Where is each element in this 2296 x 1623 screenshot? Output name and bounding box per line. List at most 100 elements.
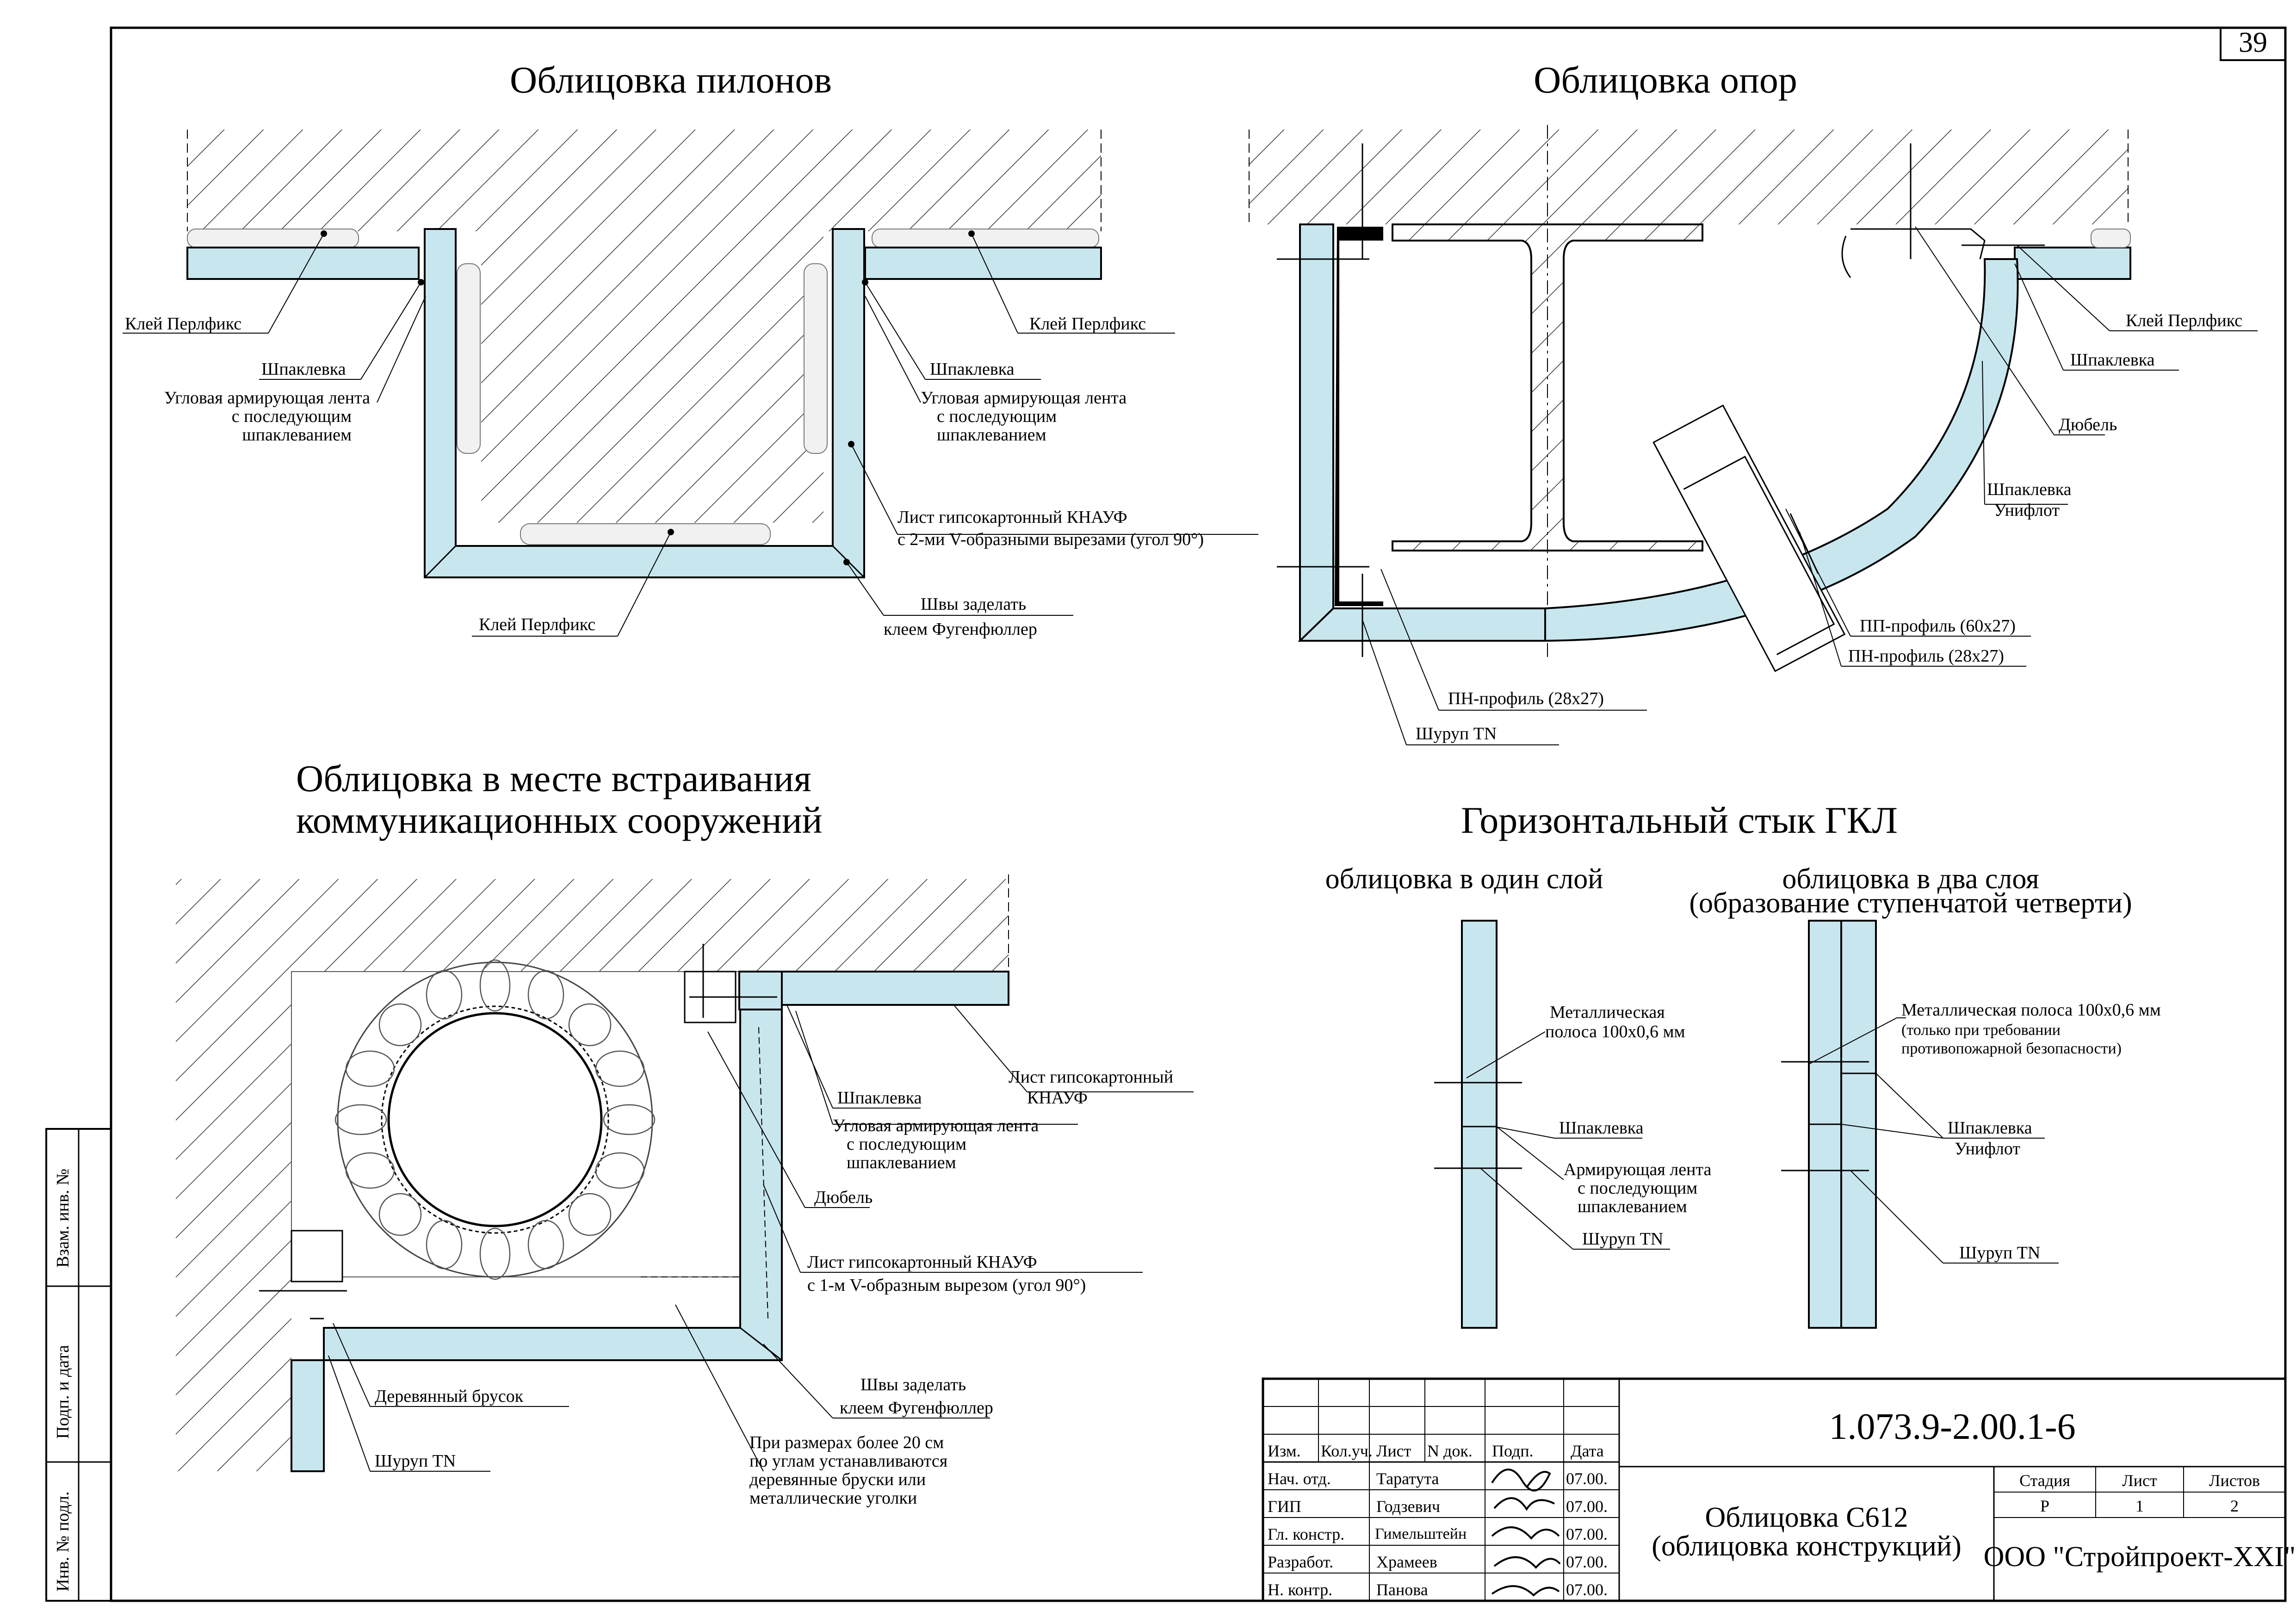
support-sheet-left [1299, 223, 1334, 642]
support-putty: Шпаклевка [2070, 350, 2155, 370]
doc-name-1: Облицовка С612 [1705, 1502, 1908, 1533]
pylon-seams-1: Швы заделать [921, 595, 1026, 614]
sheet-value: 1 [2135, 1497, 2144, 1515]
sheet-header: Лист [2122, 1471, 2157, 1490]
tb-name-0: Таратута [1376, 1469, 1439, 1488]
emb-wood: Деревянный брусок [375, 1387, 524, 1406]
emb-tape-3: шпаклеванием [847, 1153, 956, 1172]
tb-header-list: Лист [1376, 1442, 1411, 1460]
tb-header-kolych: Кол.уч. [1321, 1442, 1373, 1460]
tb-date-1: 07.00. [1566, 1497, 1608, 1516]
company: ООО "Стройпроект-XXI" [1984, 1541, 2296, 1573]
sheet-number-box [2220, 27, 2286, 61]
emb-sheet-v-1: Лист гипсокартонный КНАУФ [807, 1252, 1037, 1272]
emb-tape-1: Угловая армирующая лента [833, 1116, 1039, 1135]
tb-name-2: Гимельштейн [1375, 1525, 1467, 1542]
insulation-petals [334, 959, 656, 1280]
pylon-concrete [187, 130, 1101, 523]
tb-role-4: Н. контр. [1268, 1580, 1332, 1599]
support-putty-uniflot-2: Унифлот [1994, 501, 2060, 520]
doc-name-2: (облицовка конструкций) [1652, 1530, 1961, 1562]
joint-screw-left: Шуруп TN [1582, 1229, 1663, 1249]
embedding-title-1: Облицовка в месте встраивания [296, 757, 811, 799]
emb-sheet-v-2: с 1-м V-образным вырезом (угол 90°) [807, 1276, 1086, 1295]
support-screw: Шуруп TN [1416, 724, 1497, 743]
tb-name-1: Годзевич [1376, 1497, 1440, 1516]
joint-tape-2: с последующим [1578, 1178, 1697, 1198]
pylon-sheet [424, 228, 865, 578]
pylons-title: Облицовка пилонов [510, 59, 832, 101]
emb-seams-2: клеем Фугенфюллер [840, 1398, 993, 1418]
tb-role-3: Разработ. [1268, 1553, 1333, 1571]
pylon-tape-right-2: с последующим [937, 407, 1057, 426]
pylon-sheet-2: с 2-ми V-образными вырезами (угол 90°) [897, 530, 1204, 549]
signatures [1491, 1468, 1561, 1597]
title-block: 1.073.9-2.00.1-6 Изм. Кол.уч. Лист N док… [1262, 1377, 2296, 1602]
tb-header-ndok: N док. [1427, 1442, 1473, 1460]
emb-note-3: деревянные бруски или [749, 1470, 926, 1489]
sheet-frame [110, 26, 2287, 1602]
joint-putty-uniflot-2: Унифлот [1955, 1139, 2020, 1158]
emb-sheet-2: КНАУФ [1027, 1088, 1088, 1108]
joint-putty-uniflot-1: Шпаклевка [1948, 1118, 2032, 1138]
pylon-tape-right-3: шпаклеванием [937, 425, 1046, 445]
emb-note-4: металлические уголки [749, 1488, 917, 1508]
pylon-tape-left-2: с последующим [232, 407, 352, 426]
support-concrete [1249, 130, 2128, 224]
support-sheet-right [2014, 247, 2131, 280]
tb-name-3: Храмеев [1376, 1553, 1437, 1571]
supports-detail: Облицовка опор [1249, 59, 2258, 745]
inv-replace-label: Взам. инв. № [53, 1169, 73, 1268]
emb-tape-2: с последующим [847, 1134, 966, 1154]
pylon-sheet-1: Лист гипсокартонный КНАУФ [897, 508, 1127, 527]
sheets-header: Листов [2209, 1471, 2260, 1490]
joint-screw-right: Шуруп TN [1959, 1243, 2040, 1263]
tb-role-2: Гл. констр. [1268, 1525, 1344, 1543]
sheet-number: 39 [2239, 27, 2267, 58]
sign-date-label: Подп. и дата [53, 1345, 73, 1439]
i-beam [1392, 223, 1703, 551]
joint-one-layer: облицовка в один слой [1325, 863, 1603, 895]
pylon-putty-right: Шпаклевка [930, 359, 1015, 379]
tb-header-izm: Изм. [1268, 1442, 1301, 1460]
pipe-insulation [337, 961, 653, 1278]
tb-role-0: Нач. отд. [1268, 1469, 1331, 1488]
joint-strip-r2: (только при требовании [1901, 1022, 2061, 1039]
joint-strip-2: полоса 100х0,6 мм [1545, 1022, 1685, 1041]
pylon-tape-right-1: Угловая армирующая лента [921, 388, 1126, 408]
tb-date-0: 07.00. [1566, 1469, 1608, 1488]
joint-strip-r3: противопожарной безопасности) [1901, 1040, 2122, 1057]
emb-dowel: Дюбель [814, 1188, 873, 1207]
embedding-title-2: коммуникационных сооружений [296, 799, 823, 841]
embedding-sheet-top [781, 971, 1009, 1006]
joint-strip-r1: Металлическая полоса 100х0,6 мм [1901, 1000, 2161, 1020]
emb-sheet-1: Лист гипсокартонный [1009, 1067, 1173, 1087]
joint-tape-3: шпаклеванием [1578, 1197, 1687, 1216]
support-dowel: Дюбель [2059, 415, 2117, 434]
joint-two-layers-1: облицовка в два слоя [1782, 863, 2039, 895]
support-putty-uniflot-1: Шпаклевка [1987, 480, 2072, 499]
pylon-tape-left-3: шпаклеванием [242, 425, 352, 445]
pylon-tape-left-1: Угловая армирующая лента [164, 388, 370, 408]
pylon-glue-bottom: Клей Перлфикс [479, 615, 595, 634]
tb-name-4: Панова [1376, 1580, 1428, 1599]
doc-code: 1.073.9-2.00.1-6 [1829, 1406, 2075, 1447]
stage-header: Стадия [2019, 1471, 2070, 1490]
joint-putty: Шпаклевка [1559, 1118, 1644, 1138]
stage-value: Р [2040, 1497, 2049, 1515]
joint-one-sheet [1461, 920, 1498, 1329]
joint-title: Горизонтальный стык ГКЛ [1461, 799, 1898, 841]
inv-orig-label: Инв. № подл. [53, 1491, 73, 1592]
embedding-detail: Облицовка в месте встраивания коммуникац… [176, 757, 1194, 1508]
side-stamp: Взам. инв. № Подп. и дата Инв. № подл. [45, 1128, 112, 1602]
emb-seams-1: Швы заделать [860, 1375, 966, 1394]
emb-note-2: по углам устанавливаются [749, 1451, 947, 1471]
tb-header-data: Дата [1571, 1442, 1604, 1460]
emb-note-1: При размерах более 20 см [749, 1433, 944, 1452]
tb-date-3: 07.00. [1566, 1553, 1608, 1571]
support-pn-profile-right: ПН-профиль (28х27) [1848, 646, 2004, 666]
supports-title: Облицовка опор [1534, 59, 1797, 101]
pylons-detail: Облицовка пилонов Клей Перлфикс Шпаклевк… [123, 59, 1258, 639]
emb-putty: Шпаклевка [837, 1088, 922, 1108]
joint-tape-1: Армирующая лента [1564, 1160, 1711, 1179]
